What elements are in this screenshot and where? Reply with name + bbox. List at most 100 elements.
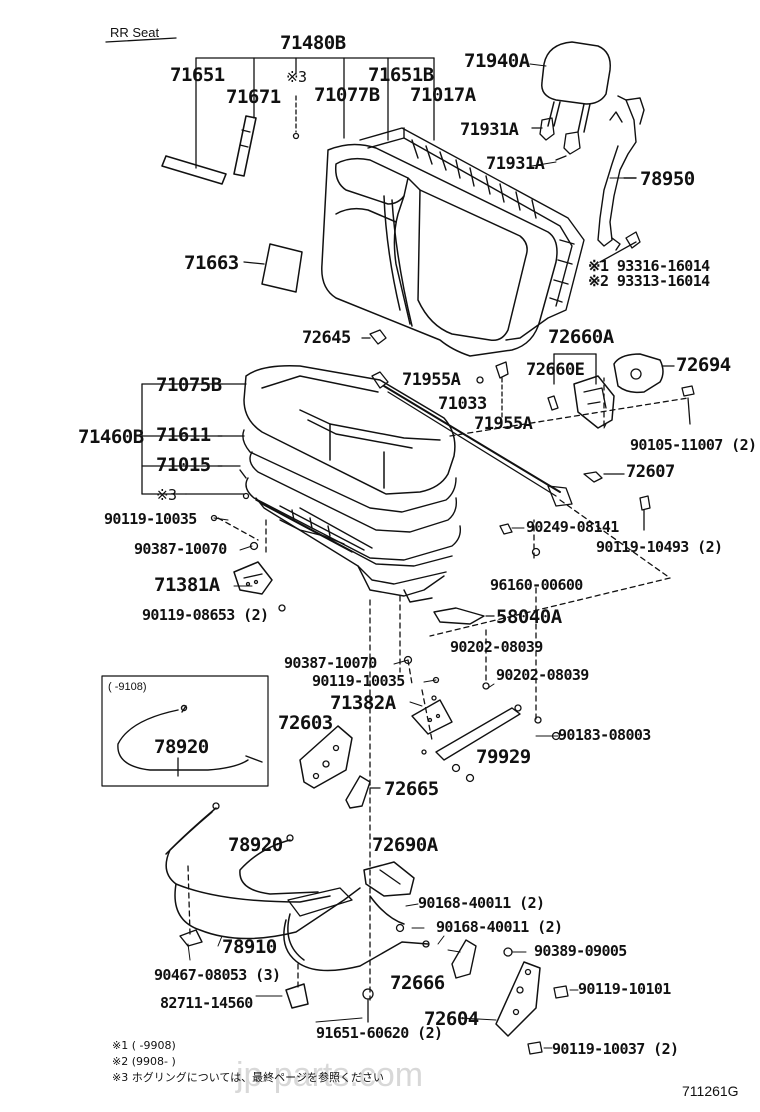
- label-90119-10493: 90119-10493 (2): [596, 538, 723, 556]
- label-71931A-2: 71931A: [486, 154, 545, 174]
- bolt-90168-b: [422, 940, 430, 948]
- label-90202-b: 90202-08039: [496, 666, 589, 684]
- part-71381A: [233, 561, 273, 595]
- label-71381A: 71381A: [154, 574, 220, 596]
- cable-clamp: [287, 887, 353, 917]
- label-71015: 71015: [156, 454, 211, 476]
- label-82711: 82711-14560: [160, 994, 253, 1012]
- bolt-90119-10101: [553, 985, 569, 999]
- cable-78910: [174, 883, 429, 972]
- bracket-72660A: [553, 353, 597, 385]
- label-71651: 71651: [170, 64, 225, 86]
- label-90168-b: 90168-40011 (2): [436, 918, 563, 936]
- bracket-71480B: [195, 57, 435, 169]
- inset-label: ( -9108): [108, 681, 147, 693]
- bolt-90119-08653: [278, 604, 286, 612]
- label-90119-10035-a: 90119-10035: [104, 510, 197, 528]
- part-72607: [583, 471, 603, 483]
- label-72660A: 72660A: [548, 326, 614, 348]
- label-90119-08653: 90119-08653 (2): [142, 606, 269, 624]
- footnote-1: ※1 ( -9908): [112, 1039, 176, 1052]
- seat-cushion-cover: [243, 364, 456, 495]
- label-90389: 90389-09005: [534, 942, 627, 960]
- label-90387-b: 90387-10070: [284, 654, 377, 672]
- headrest-support-2: [563, 131, 581, 155]
- label-78910: 78910: [222, 936, 277, 958]
- bolt-90119-10493: [639, 495, 651, 511]
- nut-90387-b: [403, 655, 413, 665]
- label-93313: ※2 93313-16014: [588, 272, 710, 290]
- part-72660E: [573, 375, 615, 429]
- label-90202-a: 90202-08039: [450, 638, 543, 656]
- bolt-90183: [534, 716, 542, 724]
- part-71671-tube: [233, 115, 257, 177]
- label-72607: 72607: [626, 462, 675, 482]
- seat-frame: [239, 469, 462, 567]
- label-79929: 79929: [476, 746, 531, 768]
- label-71931A-1: 71931A: [460, 120, 519, 140]
- label-71663: 71663: [184, 252, 239, 274]
- clip-90467: [179, 929, 203, 947]
- bolt-93316: [625, 231, 641, 249]
- label-90168-a: 90168-40011 (2): [418, 894, 545, 912]
- diagram-title: RR Seat: [110, 25, 160, 40]
- label-71077B: 71077B: [314, 84, 380, 106]
- label-71382A: 71382A: [330, 692, 396, 714]
- seat-base-pan: [255, 497, 447, 603]
- label-72603: 72603: [278, 712, 333, 734]
- leader-lines: [187, 63, 637, 1049]
- bracket-71460B: [141, 383, 247, 495]
- label-90119-10037: 90119-10037 (2): [552, 1040, 679, 1058]
- part-72666: [451, 939, 477, 979]
- label-93316: ※1 93316-16014: [588, 257, 710, 275]
- label-78950: 78950: [640, 168, 695, 190]
- label-72604: 72604: [424, 1008, 479, 1030]
- clamp-82711: [285, 983, 309, 1009]
- seat-cushion-pad: [242, 429, 458, 533]
- label-72690A: 72690A: [372, 834, 438, 856]
- label-71480B: 71480B: [280, 32, 346, 54]
- part-72665: [345, 775, 371, 809]
- seat-belt-78950: [597, 95, 645, 251]
- label-71460B: 71460B: [78, 426, 144, 448]
- rod-71033: [371, 361, 573, 507]
- label-71075B: 71075B: [156, 374, 222, 396]
- label-78920-inset: 78920: [154, 736, 209, 758]
- label-72666: 72666: [390, 972, 445, 994]
- part-71382A: [411, 699, 453, 735]
- part-72603: [299, 725, 353, 789]
- bolt-90168-a: [395, 923, 405, 933]
- label-72660E: 72660E: [526, 360, 585, 380]
- part-71663-pad: [261, 243, 303, 293]
- label-58040A: 58040A: [496, 606, 562, 628]
- label-mark3-mid: ※3: [156, 486, 177, 504]
- clip-71955A: [476, 376, 484, 384]
- label-90119-10101: 90119-10101: [578, 980, 671, 998]
- label-91651: 91651-60620 (2): [316, 1024, 443, 1042]
- watermark: jp-parts.com: [236, 1056, 424, 1094]
- part-58040A: [433, 607, 485, 625]
- part-72694: [613, 353, 664, 394]
- label-96160: 96160-00600: [490, 576, 583, 594]
- label-71017A: 71017A: [410, 84, 476, 106]
- part-72604: [495, 961, 541, 1037]
- part-71651-strip: [161, 155, 227, 185]
- clip-96160: [531, 547, 541, 557]
- label-90119-10035-b: 90119-10035: [312, 672, 405, 690]
- part-79929: [435, 707, 521, 761]
- hog-ring-top: [292, 132, 300, 140]
- label-90183: 90183-08003: [558, 726, 651, 744]
- nut-90202: [482, 682, 490, 690]
- hog-ring-mid: [242, 492, 250, 500]
- bolt-90119-10037: [527, 1041, 543, 1055]
- assembly-guide-lines: [187, 377, 689, 1001]
- label-71033: 71033: [438, 394, 487, 414]
- seat-back-cushion: [321, 143, 558, 357]
- label-71651B: 71651B: [368, 64, 434, 86]
- label-71611: 71611: [156, 424, 211, 446]
- label-71955A-1: 71955A: [402, 370, 461, 390]
- nut-90389: [503, 947, 513, 957]
- inset-cable-78920: [117, 704, 263, 771]
